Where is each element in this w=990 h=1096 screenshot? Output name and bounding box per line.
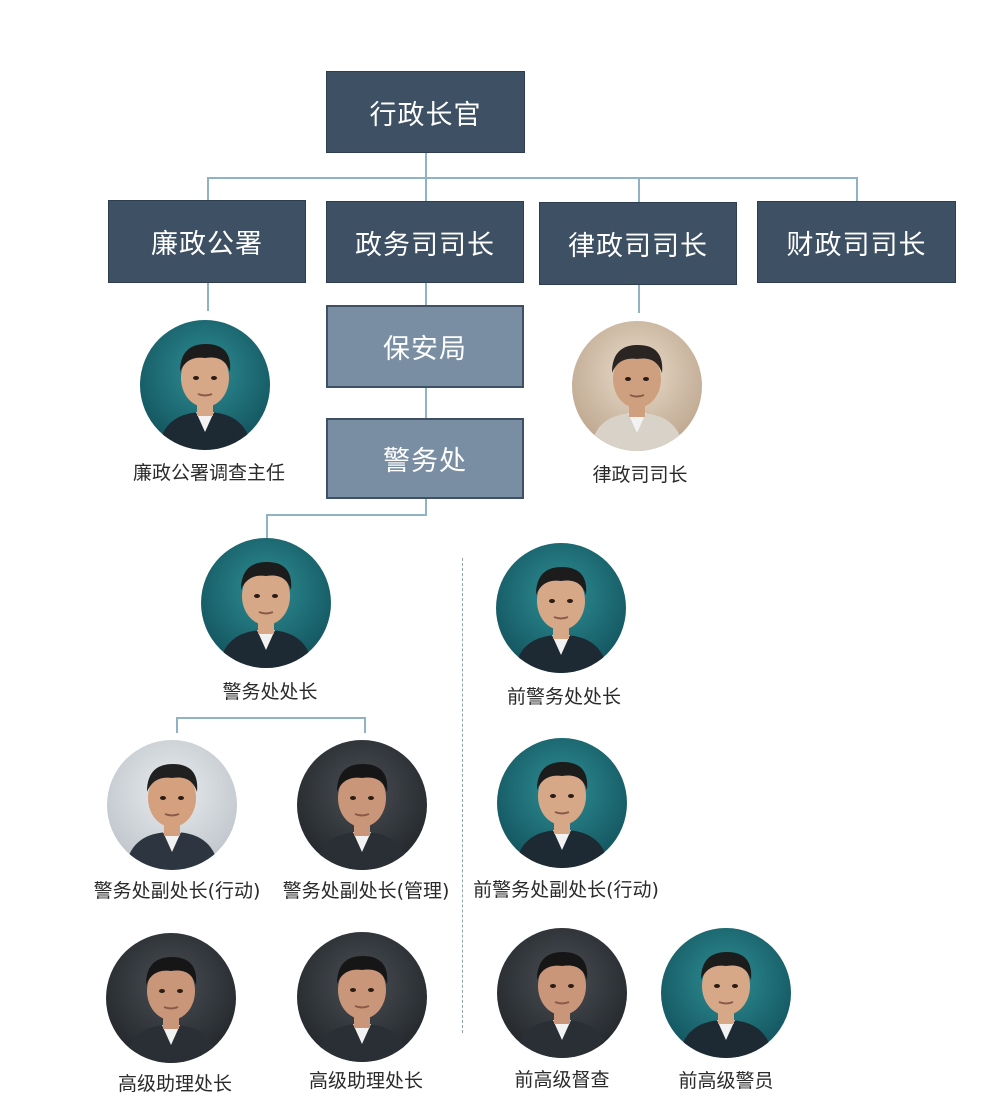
avatar [107, 740, 237, 870]
caption-secretary-justice: 律政司司长 [592, 464, 688, 486]
caption-deputy-management: 警务处副处长(管理) [282, 880, 450, 902]
person-portrait-icon [297, 932, 427, 1062]
box-chief-secretary: 政务司司长 [326, 201, 524, 283]
avatar [106, 933, 236, 1063]
person-portrait-icon [106, 933, 236, 1063]
person-portrait-icon [140, 320, 270, 450]
caption-commissioner: 警务处处长 [222, 681, 318, 703]
caption-former-commissioner: 前警务处处长 [506, 686, 622, 708]
caption-former-senior-constable: 前高级警员 [678, 1070, 774, 1092]
person-portrait-icon [107, 740, 237, 870]
person-portrait-icon [201, 538, 331, 668]
box-security-bureau: 保安局 [326, 305, 524, 388]
connector-deputy-left [176, 717, 178, 733]
avatar [496, 543, 626, 673]
connector-sj-person [638, 285, 640, 313]
connector-police-commissioner [266, 514, 268, 538]
connector-police-down [425, 498, 427, 514]
person-portrait-icon [661, 928, 791, 1058]
caption-former-senior-inspector: 前高级督查 [514, 1069, 610, 1091]
person-portrait-icon [496, 543, 626, 673]
caption-deputy-operations: 警务处副处长(行动) [93, 880, 261, 902]
avatar [497, 738, 627, 868]
connector-level1-bar [207, 177, 858, 179]
avatar [572, 321, 702, 451]
connector-icac [207, 177, 209, 201]
connector-icac-person [207, 283, 209, 311]
box-police-force: 警务处 [326, 418, 524, 499]
caption-former-deputy-operations: 前警务处副处长(行动) [473, 879, 659, 901]
connector-fs [856, 177, 858, 201]
person-portrait-icon [572, 321, 702, 451]
connector-bureau-police [425, 388, 427, 418]
connector-cs-bureau [425, 283, 427, 305]
connector-police-bar [266, 514, 427, 516]
caption-senior-asst-1: 高级助理处长 [117, 1073, 233, 1095]
box-icac: 廉政公署 [108, 200, 306, 283]
box-financial-secretary: 财政司司长 [757, 201, 956, 283]
box-chief-executive: 行政长官 [326, 71, 525, 153]
person-portrait-icon [297, 740, 427, 870]
person-portrait-icon [497, 928, 627, 1058]
avatar [661, 928, 791, 1058]
box-secretary-justice: 律政司司长 [539, 202, 737, 285]
connector-cs [425, 177, 427, 201]
connector-deputy-right [364, 717, 366, 733]
avatar [201, 538, 331, 668]
avatar [497, 928, 627, 1058]
former-separator [462, 558, 463, 1033]
connector-deputy-bar [176, 717, 366, 719]
caption-icac-investigator: 廉政公署调查主任 [132, 462, 286, 484]
avatar [140, 320, 270, 450]
connector-root-down [425, 152, 427, 178]
person-portrait-icon [497, 738, 627, 868]
connector-sj [638, 177, 640, 203]
avatar [297, 932, 427, 1062]
avatar [297, 740, 427, 870]
caption-senior-asst-2: 高级助理处长 [308, 1070, 424, 1092]
